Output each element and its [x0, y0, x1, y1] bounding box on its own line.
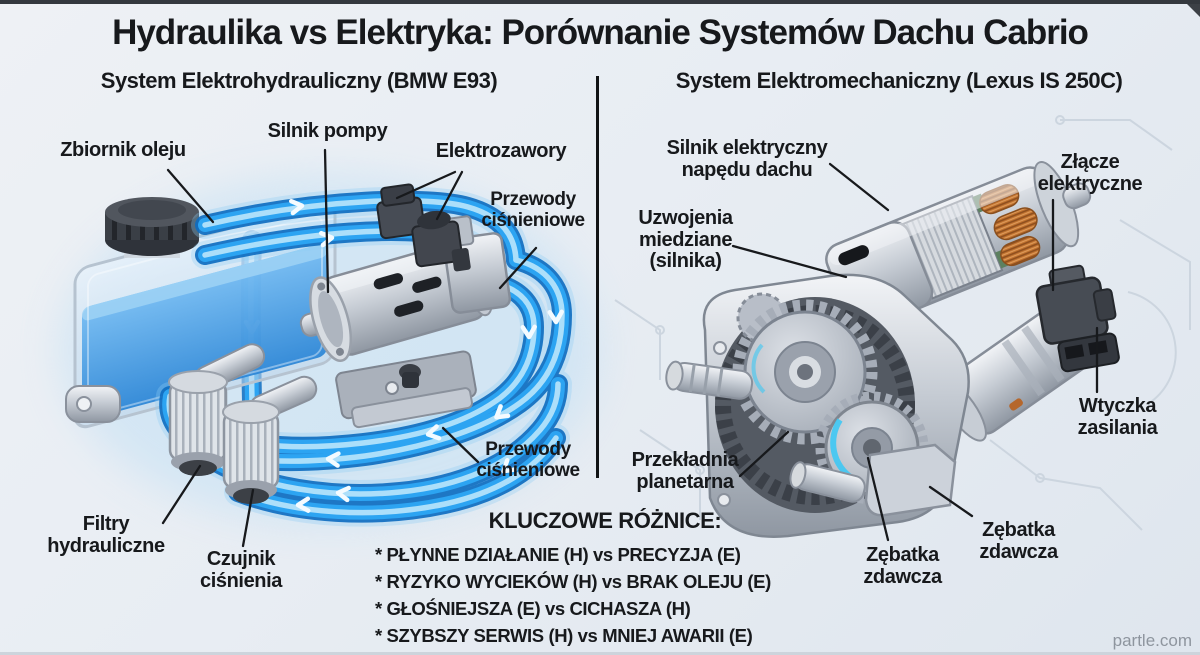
- electromechanical-system-illustration: [614, 115, 1191, 538]
- solenoid-valve-2: [411, 210, 471, 272]
- left-panel-subtitle: System Elektrohydrauliczny (BMW E93): [100, 68, 498, 93]
- solenoid-valves-illustration: [376, 183, 512, 388]
- label-roof-drive-motor: Silnik elektryczny napędu dachu: [666, 137, 828, 181]
- label-pressure-lines-upper: Przewody ciśnieniowe: [481, 189, 585, 231]
- corner-wedge: [1183, 0, 1200, 17]
- output-shaft: [789, 461, 866, 503]
- label-pressure-lines-lower: Przewody ciśnieniowe: [476, 439, 580, 481]
- key-differences-section: KLUCZOWE RÓŻNICE: * PŁYNNE DZIAŁANIE (H)…: [375, 508, 835, 649]
- watermark: partle.com: [1112, 631, 1192, 650]
- oil-tank-illustration: [65, 197, 337, 429]
- key-difference-item: * PŁYNNE DZIAŁANIE (H) vs PRECYZJA (E): [375, 544, 741, 565]
- bottom-edge-strip: [0, 652, 1200, 655]
- label-power-plug: Wtyczka zasilania: [1077, 395, 1158, 439]
- label-copper-windings: Uzwojenia miedziane (silnika): [638, 207, 733, 273]
- key-differences-heading: KLUCZOWE RÓŻNICE:: [488, 508, 722, 533]
- label-oil-tank: Zbiornik oleju: [60, 139, 186, 161]
- planetary-gear-large: [732, 299, 878, 445]
- label-pump-motor: Silnik pompy: [267, 120, 388, 142]
- circuit-trace-background: [614, 115, 1191, 531]
- top-edge-strip: [0, 0, 1200, 4]
- label-output-gear-1: Zębatka zdawcza: [863, 544, 942, 588]
- key-difference-item: * SZYBSZY SERWIS (H) vs MNIEJ AWARII (E): [375, 625, 753, 646]
- tank-mount-foot: [65, 385, 121, 423]
- gearbox-illustration: [665, 273, 970, 538]
- label-pressure-sensor: Czujnik ciśnienia: [200, 548, 282, 592]
- pressure-sensor-cylinder: [222, 375, 318, 504]
- label-output-gear-2: Zębatka zdawcza: [979, 519, 1058, 563]
- leader-lines: [161, 148, 1099, 548]
- hydraulic-system-illustration: [60, 175, 600, 525]
- label-hydraulic-filters: Filtry hydrauliczne: [47, 513, 165, 557]
- tank-filler-cap: [105, 197, 199, 258]
- label-electrical-connector: Złącze elektryczne: [1037, 151, 1143, 195]
- key-difference-item: * GŁOŚNIEJSZA (E) vs CICHASZA (H): [375, 598, 691, 619]
- ring-gear-teeth: [715, 305, 915, 505]
- electrical-connector-illustration: [1035, 264, 1120, 373]
- key-difference-item: * RYZYKO WYCIEKÓW (H) vs BRAK OLEJU (E): [375, 571, 771, 592]
- label-solenoid-valves: Elektrozawory: [435, 140, 567, 162]
- page-title: Hydraulika vs Elektryka: Porównanie Syst…: [112, 13, 1089, 52]
- right-panel-subtitle: System Elektromechaniczny (Lexus IS 250C…: [675, 68, 1123, 93]
- panel-divider: [596, 76, 599, 478]
- output-bracket: [864, 443, 957, 517]
- label-planetary-gear: Przekładnia planetarna: [631, 449, 739, 493]
- input-shaft: [665, 360, 754, 400]
